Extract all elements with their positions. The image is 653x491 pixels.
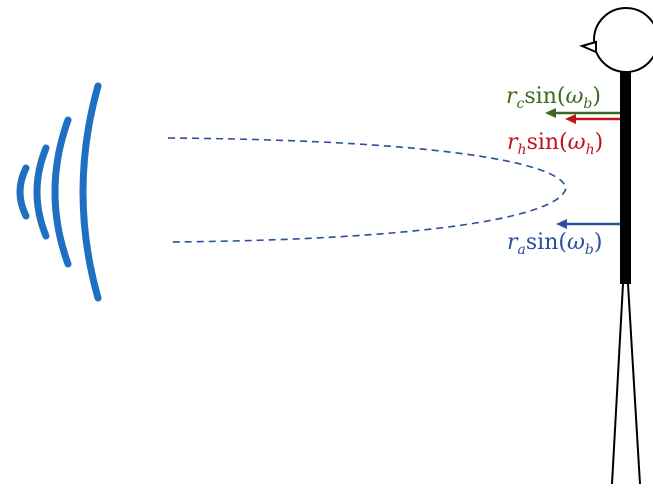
radar-wave-icon	[16, 82, 102, 302]
left-leg	[611, 283, 624, 485]
torso	[620, 72, 631, 284]
right-leg	[627, 283, 641, 485]
nose	[579, 40, 597, 54]
radar-beam	[167, 137, 567, 243]
wave-arc-3	[51, 116, 72, 268]
chest-arrow	[545, 108, 620, 118]
person-figure	[579, 7, 653, 485]
abdomen-arrow	[556, 219, 620, 229]
head	[593, 7, 653, 73]
wave-arc-1	[16, 164, 30, 220]
wave-arc-2	[33, 144, 50, 240]
wave-arc-4	[79, 82, 102, 302]
chest-signal-label: rcsin(ωb)	[506, 84, 601, 112]
heart-arrow	[565, 114, 620, 124]
heart-signal-label: rhsin(ωh)	[507, 130, 604, 158]
abdomen-signal-label: rasin(ωb)	[507, 230, 603, 258]
